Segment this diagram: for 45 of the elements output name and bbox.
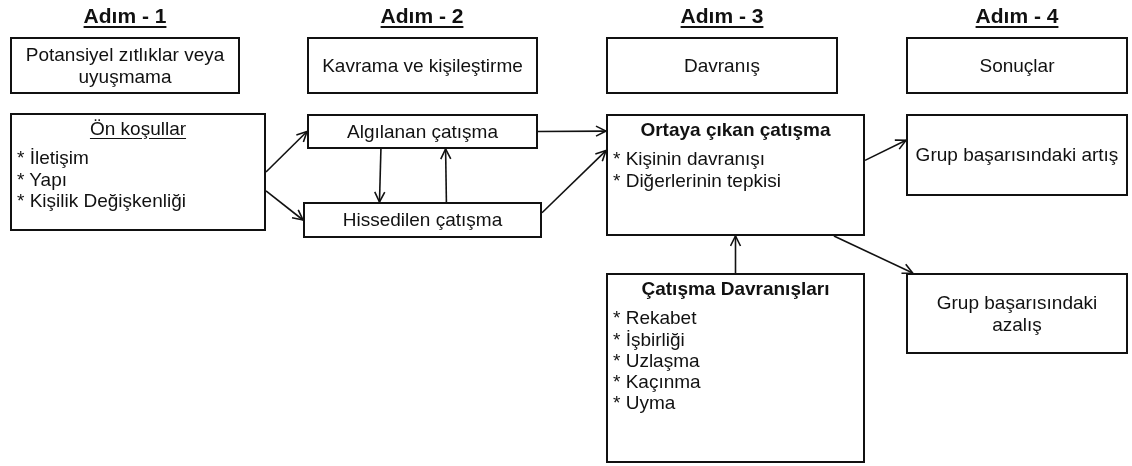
box-label: Hissedilen çatışma: [341, 209, 504, 231]
arrow: [729, 235, 742, 274]
box-label: Sonuçlar: [978, 54, 1056, 77]
box-heading: Ön koşullar: [88, 118, 188, 140]
list-item: * Kişilik Değişkenliği: [17, 189, 187, 212]
step-heading: Adım - 3: [679, 4, 765, 28]
arrow: [373, 148, 386, 203]
list-item: * İşbirliği: [613, 328, 686, 350]
arrow: [265, 130, 308, 173]
box-label: Grup başarısındaki azalış: [935, 292, 1099, 335]
box-heading: Ortaya çıkan çatışma: [639, 119, 832, 141]
list-box: [606, 114, 865, 236]
process-box: [307, 37, 538, 94]
step-heading: Adım - 4: [974, 4, 1060, 28]
list-item: * Uyma: [613, 392, 677, 414]
step-heading: Adım - 2: [379, 4, 465, 28]
arrow: [265, 190, 304, 221]
process-box: [606, 37, 838, 94]
arrow: [537, 125, 607, 137]
process-box: [906, 37, 1128, 94]
process-box: [303, 202, 542, 238]
box-label: Kavrama ve kişileştirme: [321, 54, 524, 77]
process-box: [906, 273, 1128, 354]
box-label: Potansiyel zıtlıklar veya uyuşmama: [24, 44, 226, 87]
list-box: [10, 113, 266, 231]
list-item: * Kişinin davranışı: [613, 148, 767, 170]
box-label: Algılanan çatışma: [346, 120, 499, 143]
list-item: * İletişim: [17, 147, 90, 169]
list-item: * Kaçınma: [613, 371, 702, 393]
list-item: * Yapı: [17, 168, 68, 190]
arrow: [864, 139, 907, 162]
step-heading: Adım - 1: [82, 4, 168, 28]
box-label: Davranış: [683, 54, 761, 77]
box-label: Grup başarısındaki artış: [914, 144, 1120, 166]
process-box: [10, 37, 240, 94]
arrow: [541, 149, 607, 214]
list-item: * Diğerlerinin tepkisi: [613, 169, 782, 191]
list-item: * Rekabet: [613, 307, 698, 329]
arrow: [833, 235, 914, 275]
list-item: * Uzlaşma: [613, 349, 701, 372]
process-box: [307, 114, 538, 149]
process-box: [906, 114, 1128, 196]
arrow: [439, 148, 452, 203]
box-heading: Çatışma Davranışları: [640, 278, 831, 300]
list-box: [606, 273, 865, 463]
